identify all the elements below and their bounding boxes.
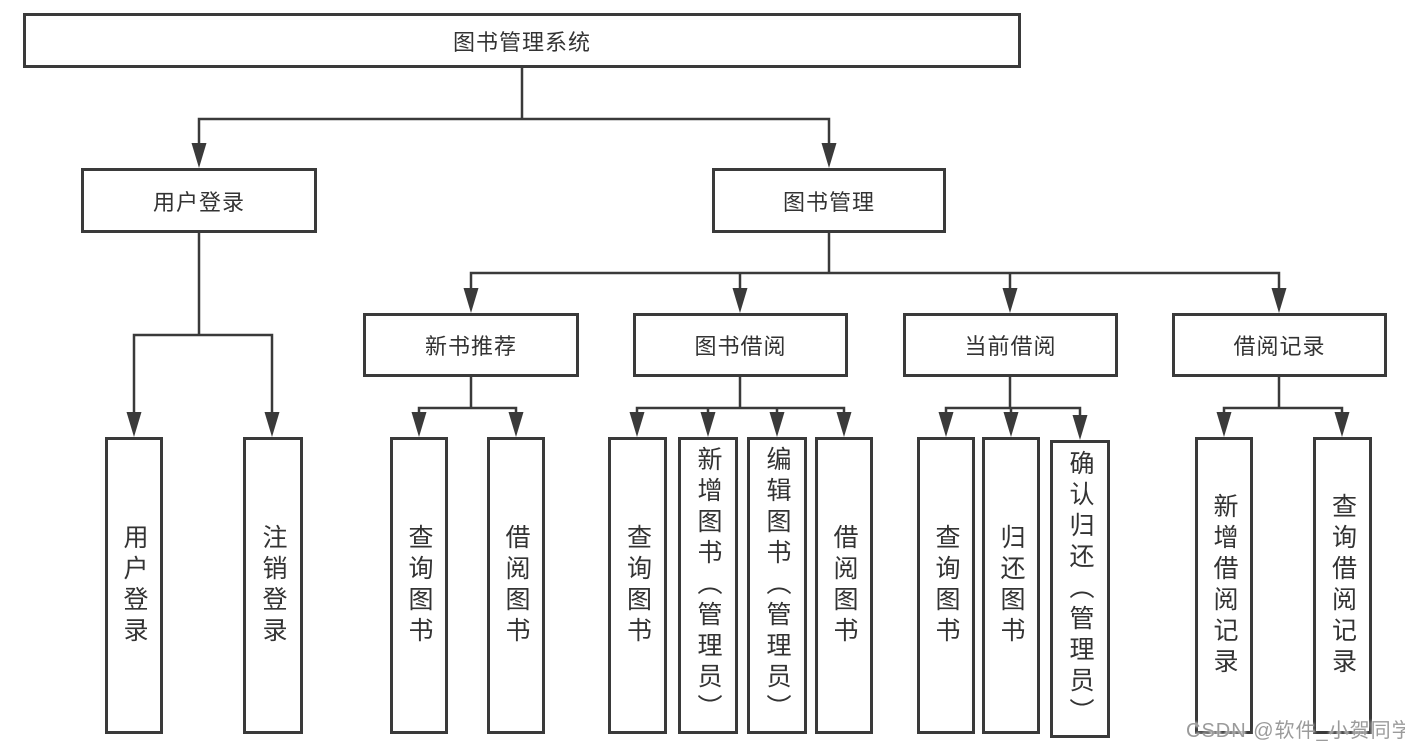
leaf-query-borrow-record-label: 查询借阅记录 <box>1328 492 1357 679</box>
leaf-user-login: 用户登录 <box>105 437 163 734</box>
arrowheads <box>126 143 1350 440</box>
leaf-logout-login-label: 注销登录 <box>259 523 287 648</box>
leaf-return-books-label: 归还图书 <box>997 523 1025 648</box>
leaf-add-book-admin: 新增图书（管理员） <box>678 437 738 734</box>
node-user-login-label: 用户登录 <box>152 189 245 215</box>
node-new-book-recommend-label: 新书推荐 <box>424 334 517 359</box>
leaf-confirm-return-admin: 确认归还（管理员） <box>1050 440 1110 738</box>
leaf-query-books-2: 查询图书 <box>608 437 667 734</box>
leaf-edit-book-admin: 编辑图书（管理员） <box>747 437 807 734</box>
node-borrowing-records-label: 借阅记录 <box>1233 334 1326 359</box>
leaf-confirm-return-admin-label: 确认归还（管理员） <box>1066 449 1094 729</box>
leaf-query-books-3: 查询图书 <box>917 437 975 734</box>
node-book-management-label: 图书管理 <box>782 189 875 215</box>
leaf-user-login-label: 用户登录 <box>120 523 148 648</box>
leaf-query-books-3-label: 查询图书 <box>932 523 960 648</box>
leaf-add-book-admin-label: 新增图书（管理员） <box>694 446 722 725</box>
node-borrowing-records: 借阅记录 <box>1172 313 1387 377</box>
leaf-add-borrow-record: 新增借阅记录 <box>1195 437 1253 734</box>
leaf-add-borrow-record-label: 新增借阅记录 <box>1210 492 1238 679</box>
leaf-borrow-books-2: 借阅图书 <box>815 437 873 734</box>
node-current-borrowing-label: 当前借阅 <box>964 334 1057 359</box>
node-user-login: 用户登录 <box>81 168 317 233</box>
node-root-label: 图书管理系统 <box>452 29 591 55</box>
watermark: CSDN @软件_小贺同学 <box>1186 720 1405 742</box>
node-new-book-recommend: 新书推荐 <box>363 313 579 377</box>
leaf-edit-book-admin-label: 编辑图书（管理员） <box>763 446 791 725</box>
node-book-management: 图书管理 <box>712 168 946 233</box>
leaf-query-books-1: 查询图书 <box>390 437 448 734</box>
node-book-borrowing-label: 图书借阅 <box>694 334 787 359</box>
node-book-borrowing: 图书借阅 <box>633 313 848 377</box>
node-current-borrowing: 当前借阅 <box>903 313 1118 377</box>
leaf-logout-login: 注销登录 <box>243 437 303 734</box>
leaf-query-books-2-label: 查询图书 <box>623 523 652 648</box>
leaf-return-books: 归还图书 <box>982 437 1040 734</box>
leaf-query-books-1-label: 查询图书 <box>405 523 433 648</box>
leaf-query-borrow-record: 查询借阅记录 <box>1313 437 1372 734</box>
leaf-borrow-books-2-label: 借阅图书 <box>830 523 858 648</box>
leaf-borrow-books-1-label: 借阅图书 <box>502 523 530 648</box>
leaf-borrow-books-1: 借阅图书 <box>487 437 545 734</box>
node-root: 图书管理系统 <box>23 13 1021 68</box>
